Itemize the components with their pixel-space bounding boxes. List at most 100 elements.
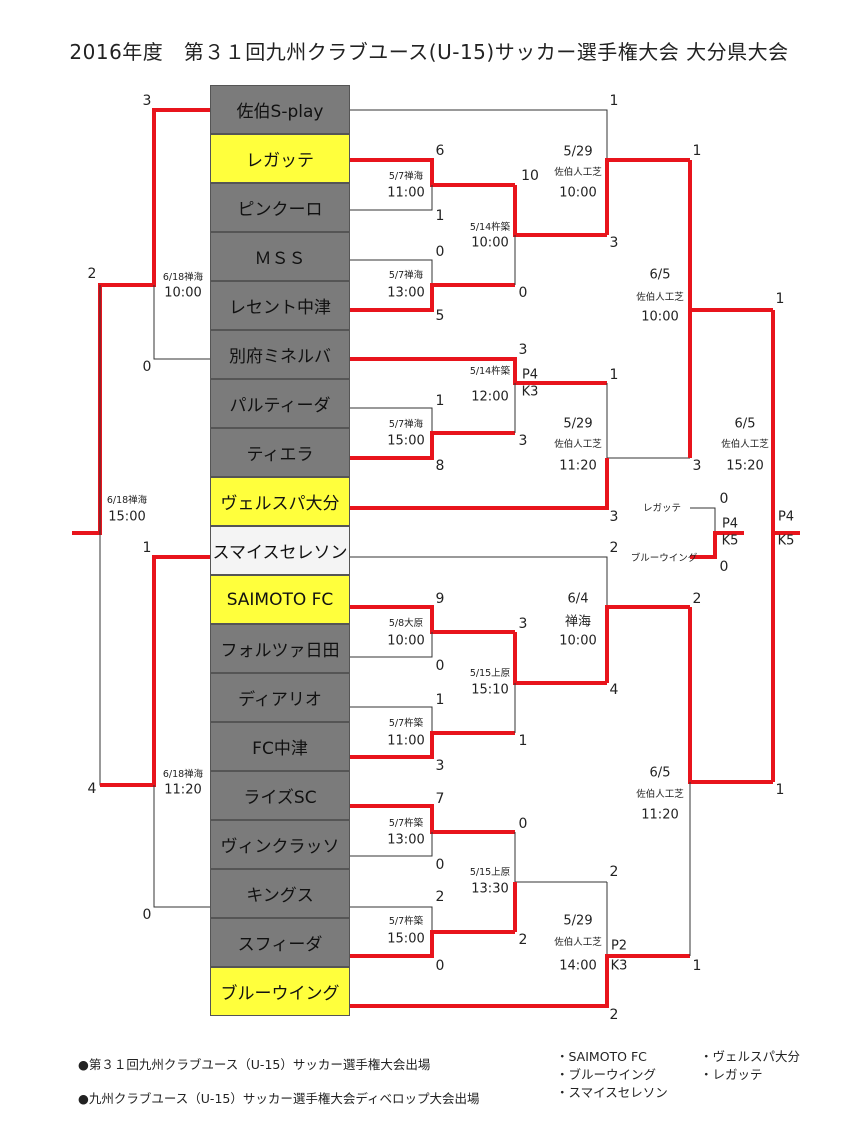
bracket-label: 6/18禅海: [106, 495, 148, 506]
winner-path: [350, 804, 515, 834]
bracket-label: 3: [518, 616, 528, 632]
bracket-label: 10:00: [164, 285, 202, 301]
bracket-label: 10:00: [387, 633, 425, 649]
bracket-label: 1: [142, 540, 152, 556]
bracket-label: 5/7禅海: [388, 171, 424, 182]
winner-path: [690, 531, 744, 559]
legend-team: ・スマイスセレソン: [556, 1085, 668, 1100]
bracket-line: [350, 556, 608, 607]
bracket-label: 5/8大原: [388, 618, 424, 629]
winner-path: [350, 431, 515, 460]
bracket-label: 3: [518, 433, 528, 449]
bracket-label: 5/14杵築: [469, 222, 511, 233]
bracket-label: K5: [777, 533, 795, 549]
bracket-label: 8: [435, 458, 445, 474]
team-box: 別府ミネルバ: [210, 330, 350, 379]
bracket-label: K3: [521, 384, 539, 400]
team-box: レガッテ: [210, 134, 350, 183]
bracket-label: 2: [609, 864, 619, 880]
bracket-label: 5/7禅海: [388, 419, 424, 430]
bracket-label: 2: [609, 1007, 619, 1023]
bracket-label: 0: [719, 491, 729, 507]
team-box: スフィーダ: [210, 918, 350, 967]
legend-notes: ●第３１回九州クラブユース（U-15）サッカー選手権大会出場 ●九州クラブユース…: [78, 1048, 479, 1116]
bracket-label: 7: [435, 791, 445, 807]
bracket-label: 10:00: [641, 309, 679, 325]
team-box: スマイスセレソン: [210, 526, 350, 575]
winner-path: [350, 357, 607, 385]
bracket-line: [153, 785, 210, 908]
bracket-label: 5/7杵築: [388, 916, 424, 927]
winner-path: [350, 731, 515, 759]
bracket-label: 佐伯人工芝: [636, 789, 684, 800]
page-title: 2016年度 第３１回九州クラブユース(U-15)サッカー選手権大会 大分県大会: [69, 40, 789, 64]
bracket-label: 15:10: [471, 682, 509, 698]
team-box: パルティーダ: [210, 379, 350, 428]
bracket-label: 5/7杵築: [388, 718, 424, 729]
bracket-label: 6/18禅海: [162, 272, 204, 283]
winner-path: [688, 160, 773, 312]
bracket-label: 6/5: [734, 416, 756, 432]
bracket-label: 佐伯人工芝: [554, 167, 602, 178]
winner-path: [688, 607, 773, 784]
bracket-label: 佐伯人工芝: [554, 937, 602, 948]
bracket-label: 2: [692, 591, 702, 607]
bracket-label: 佐伯人工芝: [636, 292, 684, 303]
bracket-label: 11:00: [387, 185, 425, 201]
bracket-label: P4: [721, 516, 739, 532]
winner-path: [350, 458, 609, 510]
bracket-line: [350, 906, 433, 932]
bracket-label: 5/14杵築: [469, 366, 511, 377]
team-box: フォルツァ日田: [210, 624, 350, 673]
bracket-label: 13:30: [471, 881, 509, 897]
bracket-label: 2: [435, 889, 445, 905]
bracket-label: 6/18禅海: [162, 769, 204, 780]
bracket-line: [350, 185, 433, 211]
bracket-line: [690, 507, 716, 533]
bracket-label: 15:20: [726, 458, 764, 474]
bracket-line: [350, 706, 433, 733]
team-box: ピンクーロ: [210, 183, 350, 232]
bracket-label: 0: [435, 958, 445, 974]
team-box: SAIMOTO FC: [210, 575, 350, 624]
bracket-line: [350, 632, 433, 658]
bracket-line: [606, 383, 690, 459]
bracket-label: 3: [692, 458, 702, 474]
bracket-label: 3: [518, 342, 528, 358]
bracket-label: 3: [142, 93, 152, 109]
bracket-label: 1: [775, 782, 785, 798]
bracket-label: 0: [142, 907, 152, 923]
team-box: 佐伯S-play: [210, 85, 350, 134]
bracket-label: 3: [609, 509, 619, 525]
team-box: FC中津: [210, 722, 350, 771]
bracket-label: 6/5: [649, 765, 671, 781]
bracket-line: [350, 109, 608, 160]
bracket-label: 3: [609, 235, 619, 251]
legend-team: ・SAIMOTO FC: [556, 1049, 647, 1064]
bracket-label: 12:00: [471, 389, 509, 405]
legend-line-develop: ●九州クラブユース（U-15）サッカー選手権大会ディベロップ大会出場: [78, 1091, 480, 1106]
bracket-label: 9: [435, 591, 445, 607]
bracket-label: 6/5: [649, 267, 671, 283]
winner-path: [605, 605, 690, 683]
bracket-label: 0: [719, 559, 729, 575]
team-box: ブルーウイング: [210, 967, 350, 1016]
bracket-line: [153, 285, 210, 360]
bracket-label: 10: [521, 168, 539, 184]
bracket-label: 5/15上原: [469, 867, 511, 878]
bracket-label: 1: [435, 692, 445, 708]
bracket-label: 13:00: [387, 832, 425, 848]
bracket-label: 1: [692, 958, 702, 974]
bracket-label: 5: [435, 308, 445, 324]
bracket-label: 11:20: [164, 782, 202, 798]
winner-path: [72, 108, 210, 535]
bracket-label: 5/29: [563, 913, 593, 929]
bracket-label: 2: [518, 932, 528, 948]
bracket-label: 3: [435, 758, 445, 774]
bracket-label: 11:20: [641, 807, 679, 823]
bracket-label: 佐伯人工芝: [721, 439, 769, 450]
winner-path: [100, 555, 210, 787]
bracket-label: 4: [609, 682, 619, 698]
bracket-label: 11:20: [559, 458, 597, 474]
